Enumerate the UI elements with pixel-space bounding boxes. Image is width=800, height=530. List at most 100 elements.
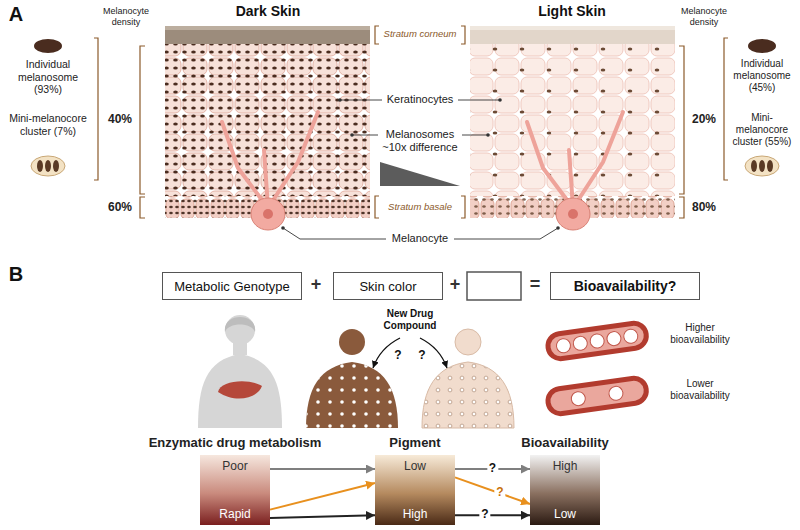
stratum-corneum-top	[165, 26, 370, 30]
layer-label: Stratum corneum	[378, 28, 462, 39]
light-head	[455, 329, 481, 355]
leader-line	[340, 100, 382, 101]
bracket	[461, 26, 465, 44]
layer-label: Stratum basale	[378, 201, 462, 212]
drug-dots	[306, 362, 398, 428]
flow-arrow	[270, 483, 375, 510]
edge-label: ?	[479, 509, 490, 522]
leader-line	[283, 228, 386, 239]
bracket	[375, 196, 379, 218]
panel-title: Dark Skin	[198, 3, 338, 20]
melanocyte-cell	[556, 198, 590, 230]
density-label: Melanocyte density	[97, 6, 155, 28]
dark-skin-section	[165, 26, 370, 230]
leader-dot	[281, 226, 285, 230]
cluster-icon	[45, 160, 51, 172]
leader-dot	[556, 226, 560, 230]
percent-label: 20%	[687, 112, 721, 126]
leader-lines	[283, 100, 558, 239]
vessel-wall	[544, 319, 651, 363]
bar-end-label: High	[553, 459, 578, 473]
cluster-label: Mini-melanocore cluster (7%)	[4, 112, 92, 137]
drug-dots	[422, 362, 514, 428]
bracket	[679, 197, 684, 218]
vessel-high	[544, 319, 651, 363]
equation-box: Bioavailability?	[550, 272, 700, 300]
melanosome-icon	[34, 39, 62, 53]
liver	[218, 381, 262, 398]
stratum-corneum	[165, 26, 370, 44]
flow-arrow	[455, 514, 530, 516]
bar-heading: Pigment	[389, 435, 440, 450]
operator-sign: +	[447, 274, 463, 296]
bracket	[724, 38, 728, 180]
bar-heading: Enzymatic drug metabolism	[149, 435, 322, 450]
drug-particle	[570, 391, 586, 407]
gradient-bar: PigmentLowHigh	[375, 455, 455, 525]
drug-particle	[608, 385, 624, 401]
bracket	[461, 196, 465, 218]
light-skin-section	[470, 26, 675, 230]
percent-label: 40%	[103, 112, 137, 126]
neck	[233, 343, 247, 355]
head	[225, 315, 255, 345]
equation-box: Metabolic Genotype	[162, 272, 302, 300]
leader-dot	[350, 133, 354, 137]
drug-particle	[623, 328, 639, 344]
bar-heading: Bioavailability	[521, 435, 608, 450]
bar-end-label: High	[403, 507, 428, 521]
panel-letter: A	[4, 2, 28, 26]
bar-end-label: Low	[404, 459, 426, 473]
operator-sign: =	[527, 274, 543, 296]
leader-line	[352, 135, 378, 136]
leader-line	[462, 135, 488, 136]
melanocyte-dendrites	[527, 112, 623, 208]
melanocyte-cell	[251, 198, 285, 230]
bracket	[94, 38, 98, 180]
vessel-label: Lower bioavailability	[660, 378, 740, 402]
question-mark: ?	[416, 348, 428, 362]
leader-dot	[338, 98, 342, 102]
part-label: Melanosomes ~10x difference	[374, 128, 466, 154]
leader-dots	[281, 98, 560, 230]
drug-particle	[572, 335, 588, 351]
percent-label: 60%	[103, 200, 137, 214]
cluster-icon	[745, 156, 779, 176]
stratum-corneum-top	[470, 26, 675, 30]
part-label: Melanocyte	[380, 232, 460, 245]
light-body	[422, 362, 514, 428]
skin-people	[306, 329, 514, 428]
dark-body	[306, 362, 398, 428]
vessel-wall	[544, 374, 651, 418]
empty-box	[467, 272, 521, 300]
leader-line	[454, 228, 558, 239]
bracket	[140, 46, 145, 194]
bar-end-label: Rapid	[219, 507, 250, 521]
woman-figure	[198, 315, 282, 428]
flow-arrow	[270, 515, 375, 518]
cluster-icon	[53, 160, 59, 172]
melanocyte-nucleus	[568, 209, 578, 219]
melanocyte-nucleus	[263, 209, 273, 219]
cluster-icon	[759, 160, 765, 172]
flow-arrow	[455, 477, 530, 504]
box-text: Bioavailability?	[574, 278, 677, 294]
dark-head	[339, 329, 365, 355]
box-text: Skin color	[359, 279, 416, 294]
equation-box: Skin color	[333, 272, 443, 300]
body	[198, 354, 282, 428]
box-text: Metabolic Genotype	[174, 279, 290, 294]
vessel-lumen	[549, 380, 645, 413]
difference-wedge	[380, 162, 460, 186]
edge-label: ?	[494, 487, 505, 500]
cluster-icon	[751, 160, 757, 172]
brackets	[94, 26, 728, 218]
leader-line	[458, 100, 500, 101]
panel-title: Light Skin	[502, 3, 642, 20]
operator-sign: +	[307, 274, 325, 296]
bar-end-label: Low	[554, 507, 576, 521]
bracket	[140, 197, 145, 218]
